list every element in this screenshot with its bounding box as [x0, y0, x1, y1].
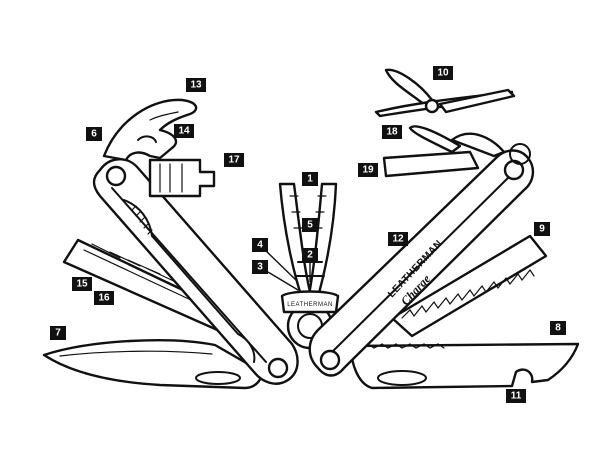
badge-4: 4 [252, 238, 268, 252]
badge-5: 5 [302, 218, 318, 232]
leader-lines [263, 248, 311, 291]
badge-7: 7 [50, 326, 66, 340]
svg-text:11: 11 [511, 391, 522, 402]
badge-14: 14 [174, 124, 194, 138]
svg-text:9: 9 [539, 224, 545, 235]
serrated-blade [350, 342, 580, 390]
badge-2: 2 [302, 248, 318, 262]
badge-9: 9 [534, 222, 550, 236]
svg-text:16: 16 [98, 293, 110, 304]
badge-12: 12 [388, 232, 408, 246]
bottle-opener-tool [102, 98, 198, 162]
svg-text:14: 14 [178, 126, 190, 137]
svg-text:4: 4 [257, 240, 263, 251]
svg-text:8: 8 [555, 323, 561, 334]
svg-text:5: 5 [307, 220, 313, 231]
badge-6: 6 [86, 127, 102, 141]
awl-tool [408, 125, 506, 158]
svg-text:3: 3 [257, 262, 263, 273]
scissors [374, 68, 516, 118]
svg-text:2: 2 [307, 250, 313, 261]
svg-text:7: 7 [55, 328, 61, 339]
badge-13: 13 [186, 78, 206, 92]
svg-text:17: 17 [228, 155, 240, 166]
saw-blade [390, 234, 548, 338]
svg-text:6: 6 [91, 129, 97, 140]
svg-text:10: 10 [437, 68, 449, 79]
svg-text:1: 1 [307, 174, 313, 185]
badge-18: 18 [382, 125, 402, 139]
badge-11: 11 [506, 389, 526, 403]
badge-15: 15 [72, 277, 92, 291]
svg-text:15: 15 [76, 279, 88, 290]
file-tool [382, 150, 480, 178]
badge-8: 8 [550, 321, 566, 335]
badge-19: 19 [358, 163, 378, 177]
svg-text:13: 13 [190, 80, 202, 91]
badge-1: 1 [302, 172, 318, 186]
svg-text:18: 18 [386, 127, 398, 138]
pivot-engraving: LEATHERMAN [287, 302, 333, 308]
badge-16: 16 [94, 291, 114, 305]
badge-17: 17 [224, 153, 244, 167]
svg-text:12: 12 [392, 234, 404, 245]
svg-text:19: 19 [362, 165, 374, 176]
left-handle [92, 158, 299, 385]
badge-10: 10 [433, 66, 453, 80]
bit-driver [148, 158, 216, 198]
badge-3: 3 [252, 260, 268, 274]
main-blade [42, 339, 264, 390]
pliers: LEATHERMAN [278, 182, 340, 350]
